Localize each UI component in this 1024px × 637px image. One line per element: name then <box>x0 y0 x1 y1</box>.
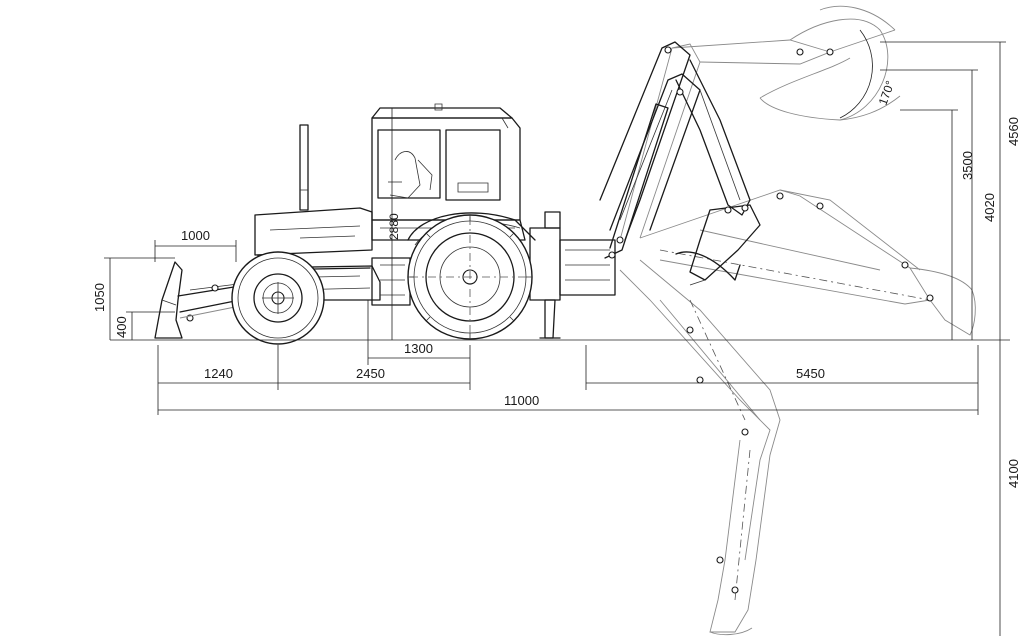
dim-dump-height: 3500 <box>960 151 975 180</box>
dim-front-overhang: 1240 <box>204 366 233 381</box>
dim-wheelbase: 2450 <box>356 366 385 381</box>
dimension-lines <box>104 29 1006 636</box>
dim-blade-lift: 400 <box>114 316 129 338</box>
dim-max-height: 4560 <box>1006 117 1021 146</box>
tractor-body <box>154 103 616 339</box>
backhoe-ghost-positions <box>619 5 976 636</box>
dim-dig-height-inner: 4020 <box>982 193 997 222</box>
dim-blade-height: 1050 <box>92 283 107 312</box>
dim-dig-depth: 4100 <box>1006 459 1021 488</box>
dim-blade-width: 1000 <box>181 228 210 243</box>
rear-wheel <box>407 214 533 340</box>
dim-backhoe-reach: 5450 <box>796 366 825 381</box>
backhoe-arm <box>599 41 761 286</box>
dim-cab-height: 2880 <box>387 213 401 240</box>
front-wheel <box>231 251 325 345</box>
dim-rear-track-offset: 1300 <box>404 341 433 356</box>
dimension-labels: 1000 1050 400 1240 2450 1300 5450 11000 … <box>92 79 1021 488</box>
dim-overall-length: 11000 <box>504 393 539 408</box>
dim-bucket-rotation: 170° <box>876 79 898 107</box>
